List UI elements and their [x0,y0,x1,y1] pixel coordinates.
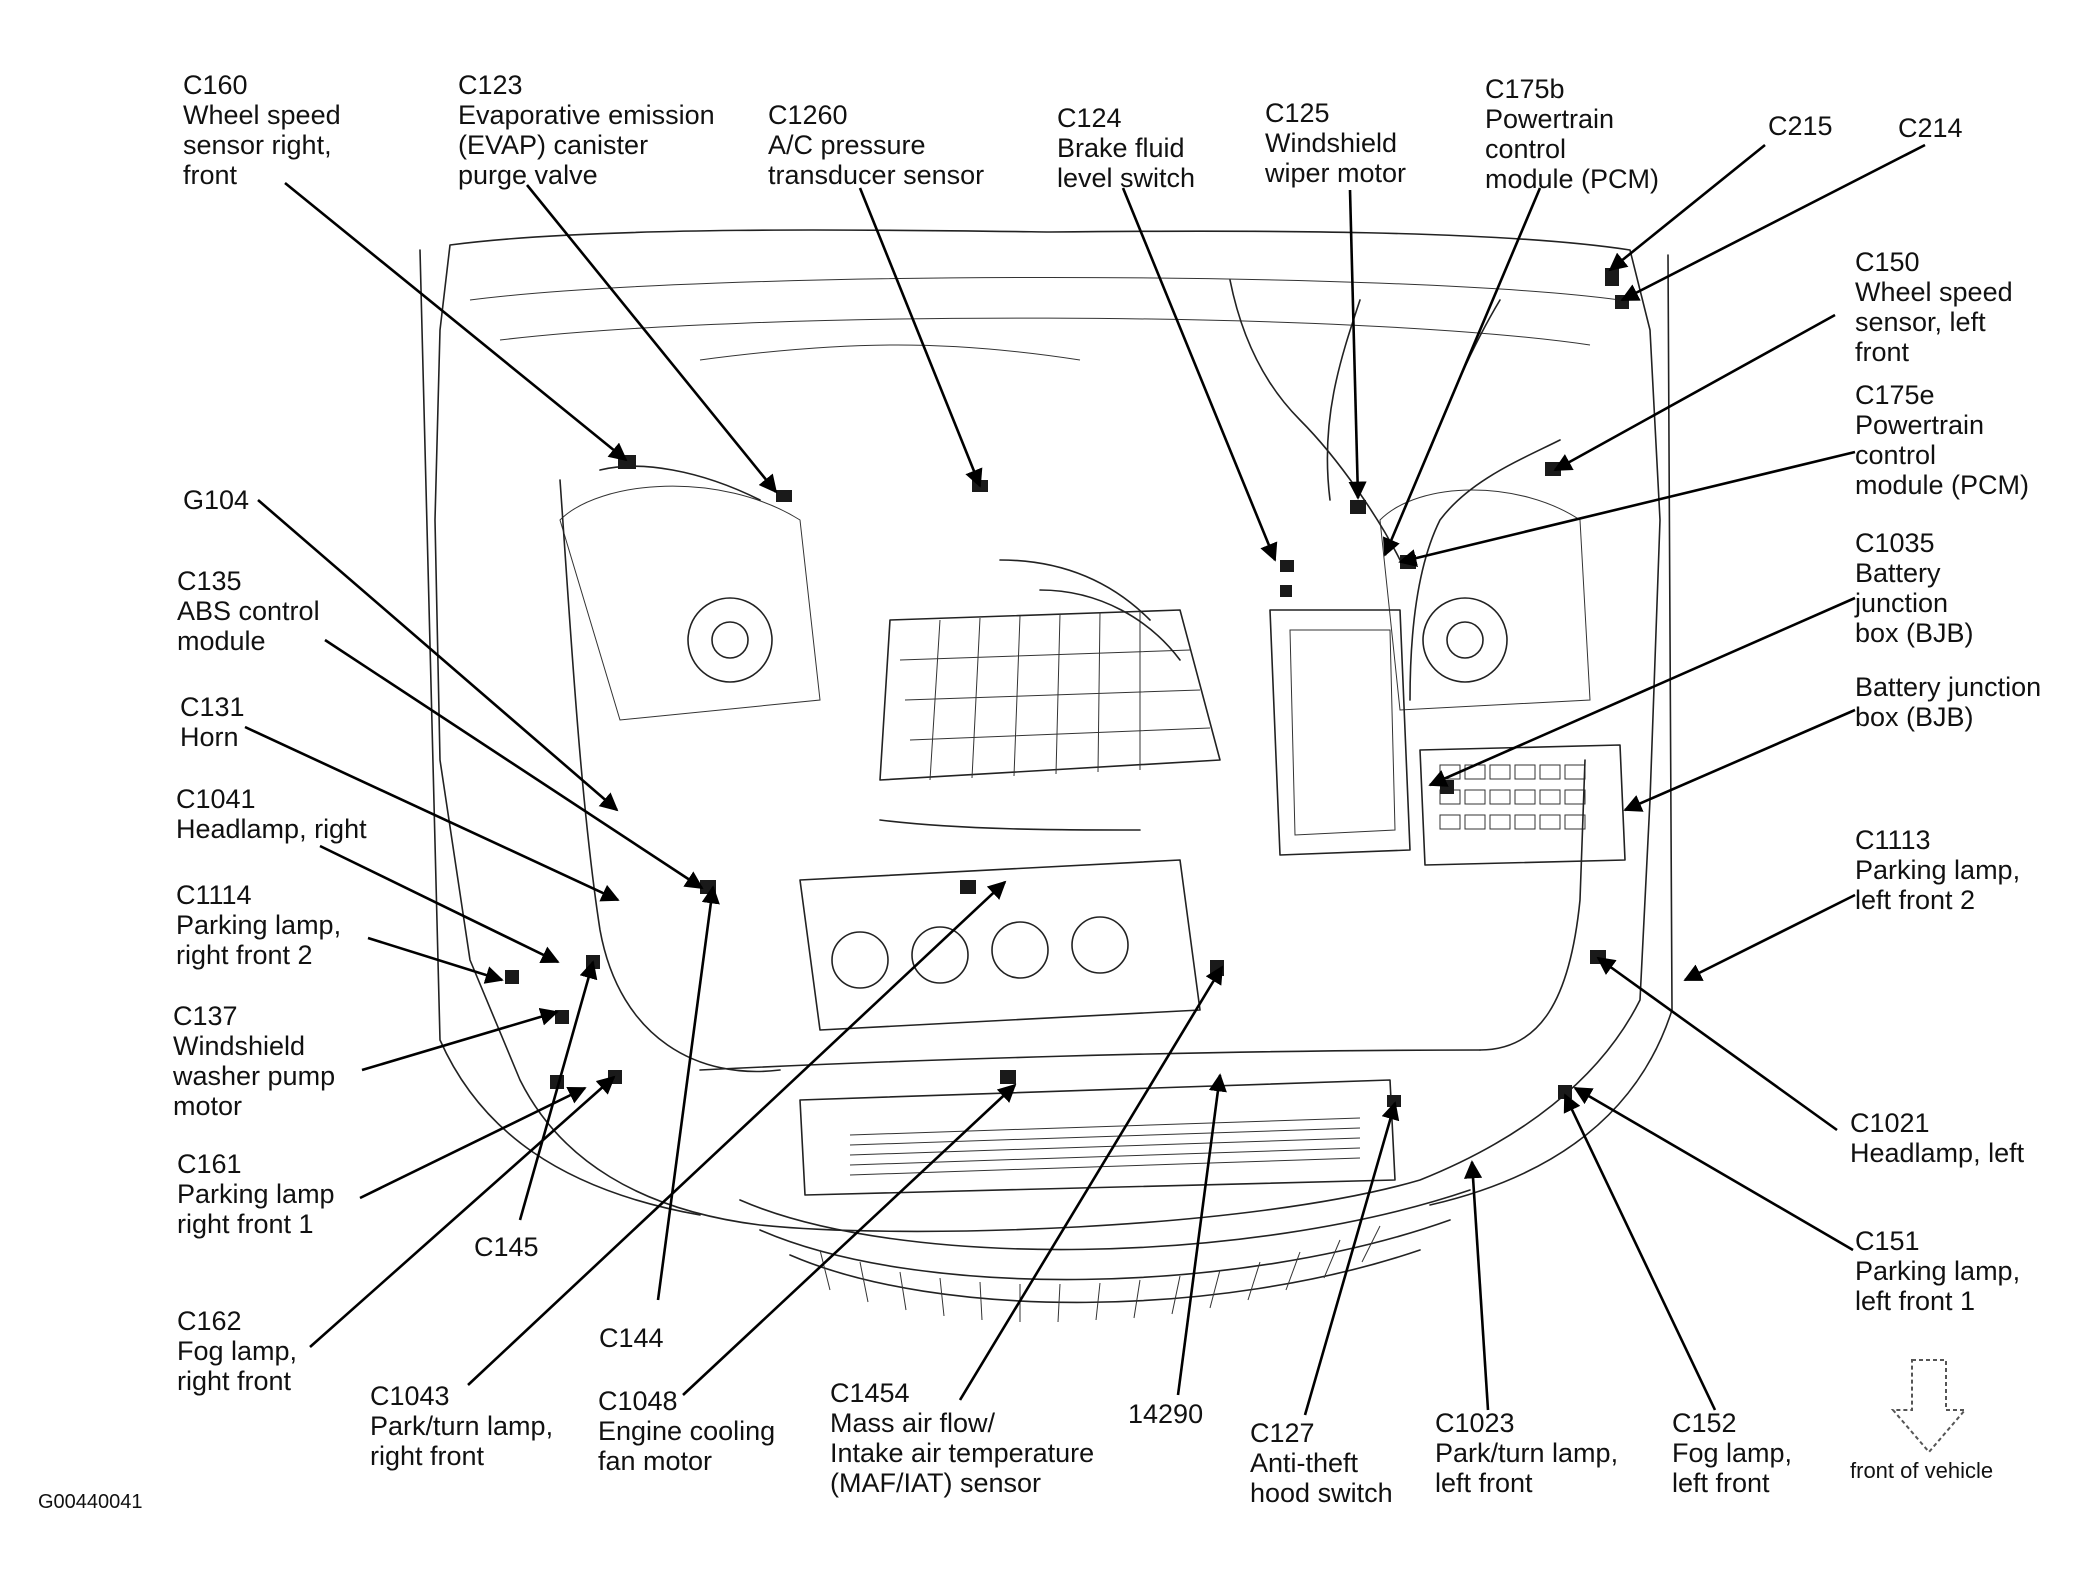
callout-c1043: C1043 Park/turn lamp, right front [370,1381,554,1471]
callout-14290: 14290 [1128,1399,1204,1429]
callout-c160: C160 Wheel speed sensor right, front [183,70,341,190]
leader-c215 [1608,143,1766,272]
leader-c1454 [958,965,1224,1401]
callout-c1114: C1114 Parking lamp, right front 2 [176,880,342,970]
leader-c175e [1398,450,1856,567]
callout-c1454: C1454 Mass air flow/ Intake air temperat… [830,1378,1095,1498]
callout-c150: C150 Wheel speed sensor, left front [1855,247,2013,367]
leader-c214 [1620,143,1926,302]
leader-c1048 [682,1083,1017,1396]
callout-c1041: C1041 Headlamp, right [176,784,367,844]
callout-c145: C145 [474,1232,539,1262]
figure-id: G00440041 [38,1491,143,1513]
callout-c135: C135 ABS control module [177,566,320,656]
callout-c151: C151 Parking lamp, left front 1 [1855,1226,2021,1316]
callout-c161: C161 Parking lamp right front 1 [177,1149,335,1239]
leader-c162 [309,1075,616,1348]
callout-c162: C162 Fog lamp, right front [177,1306,298,1396]
leader-c160 [284,181,628,462]
leader-c131 [244,725,620,902]
leader-c151 [1573,1086,1854,1252]
callout-c214: C214 [1898,113,1963,143]
leader-c1023 [1463,1160,1490,1411]
leader-c145 [518,960,598,1221]
leader-c161 [359,1086,587,1200]
callout-c152: C152 Fog lamp, left front [1672,1408,1793,1498]
leader-c135 [324,638,704,890]
leader-c1114 [367,936,504,984]
leader-c150 [1553,313,1836,472]
leader-c137 [361,1007,559,1072]
callout-c1048: C1048 Engine cooling fan motor [598,1386,776,1476]
callout-c1113: C1113 Parking lamp, left front 2 [1855,825,2021,915]
leader-g104 [257,499,619,812]
leader-c1260 [858,187,983,488]
leader-c1113 [1683,893,1856,982]
leader-bjb [1623,708,1856,812]
callout-c124: C124 Brake fluid level switch [1057,103,1196,193]
callout-c131: C131 Horn [180,692,245,752]
callout-c1023: C1023 Park/turn lamp, left front [1435,1408,1619,1498]
callout-c175e: C175e Powertrain control module (PCM) [1855,380,2030,500]
leader-c123 [525,184,778,494]
callout-c144: C144 [599,1323,664,1353]
callout-c125: C125 Windshield wiper motor [1265,98,1407,188]
callout-g104: G104 [183,485,250,515]
callout-c215: C215 [1768,111,1833,141]
callout-bjb: Battery junction box (BJB) [1855,672,2042,732]
callout-c1035: C1035 Battery junction box (BJB) [1855,528,1974,648]
callout-c175b: C175b Powertrain control module (PCM) [1485,74,1660,194]
leader-c175b [1382,187,1542,557]
leader-c1021 [1596,956,1838,1132]
leader-c127 [1303,1101,1400,1416]
callout-c1260: C1260 A/C pressure transducer sensor [768,100,985,190]
leader-c144 [656,885,720,1301]
leader-c125 [1348,189,1367,500]
callout-c1021: C1021 Headlamp, left [1850,1108,2025,1168]
leader-c124 [1121,187,1278,562]
callout-c137: C137 Windshield washer pump motor [173,1001,336,1121]
callout-c123: C123 Evaporative emission (EVAP) caniste… [458,70,715,190]
leader-c1043 [467,880,1007,1386]
leader-c1041 [319,844,560,964]
leader-c1035 [1428,596,1856,787]
leader-14290 [1176,1073,1227,1396]
leader-c152 [1563,1093,1717,1411]
front-of-vehicle-label: front of vehicle [1850,1458,1994,1483]
callout-c127: C127 Anti-theft hood switch [1250,1418,1393,1508]
